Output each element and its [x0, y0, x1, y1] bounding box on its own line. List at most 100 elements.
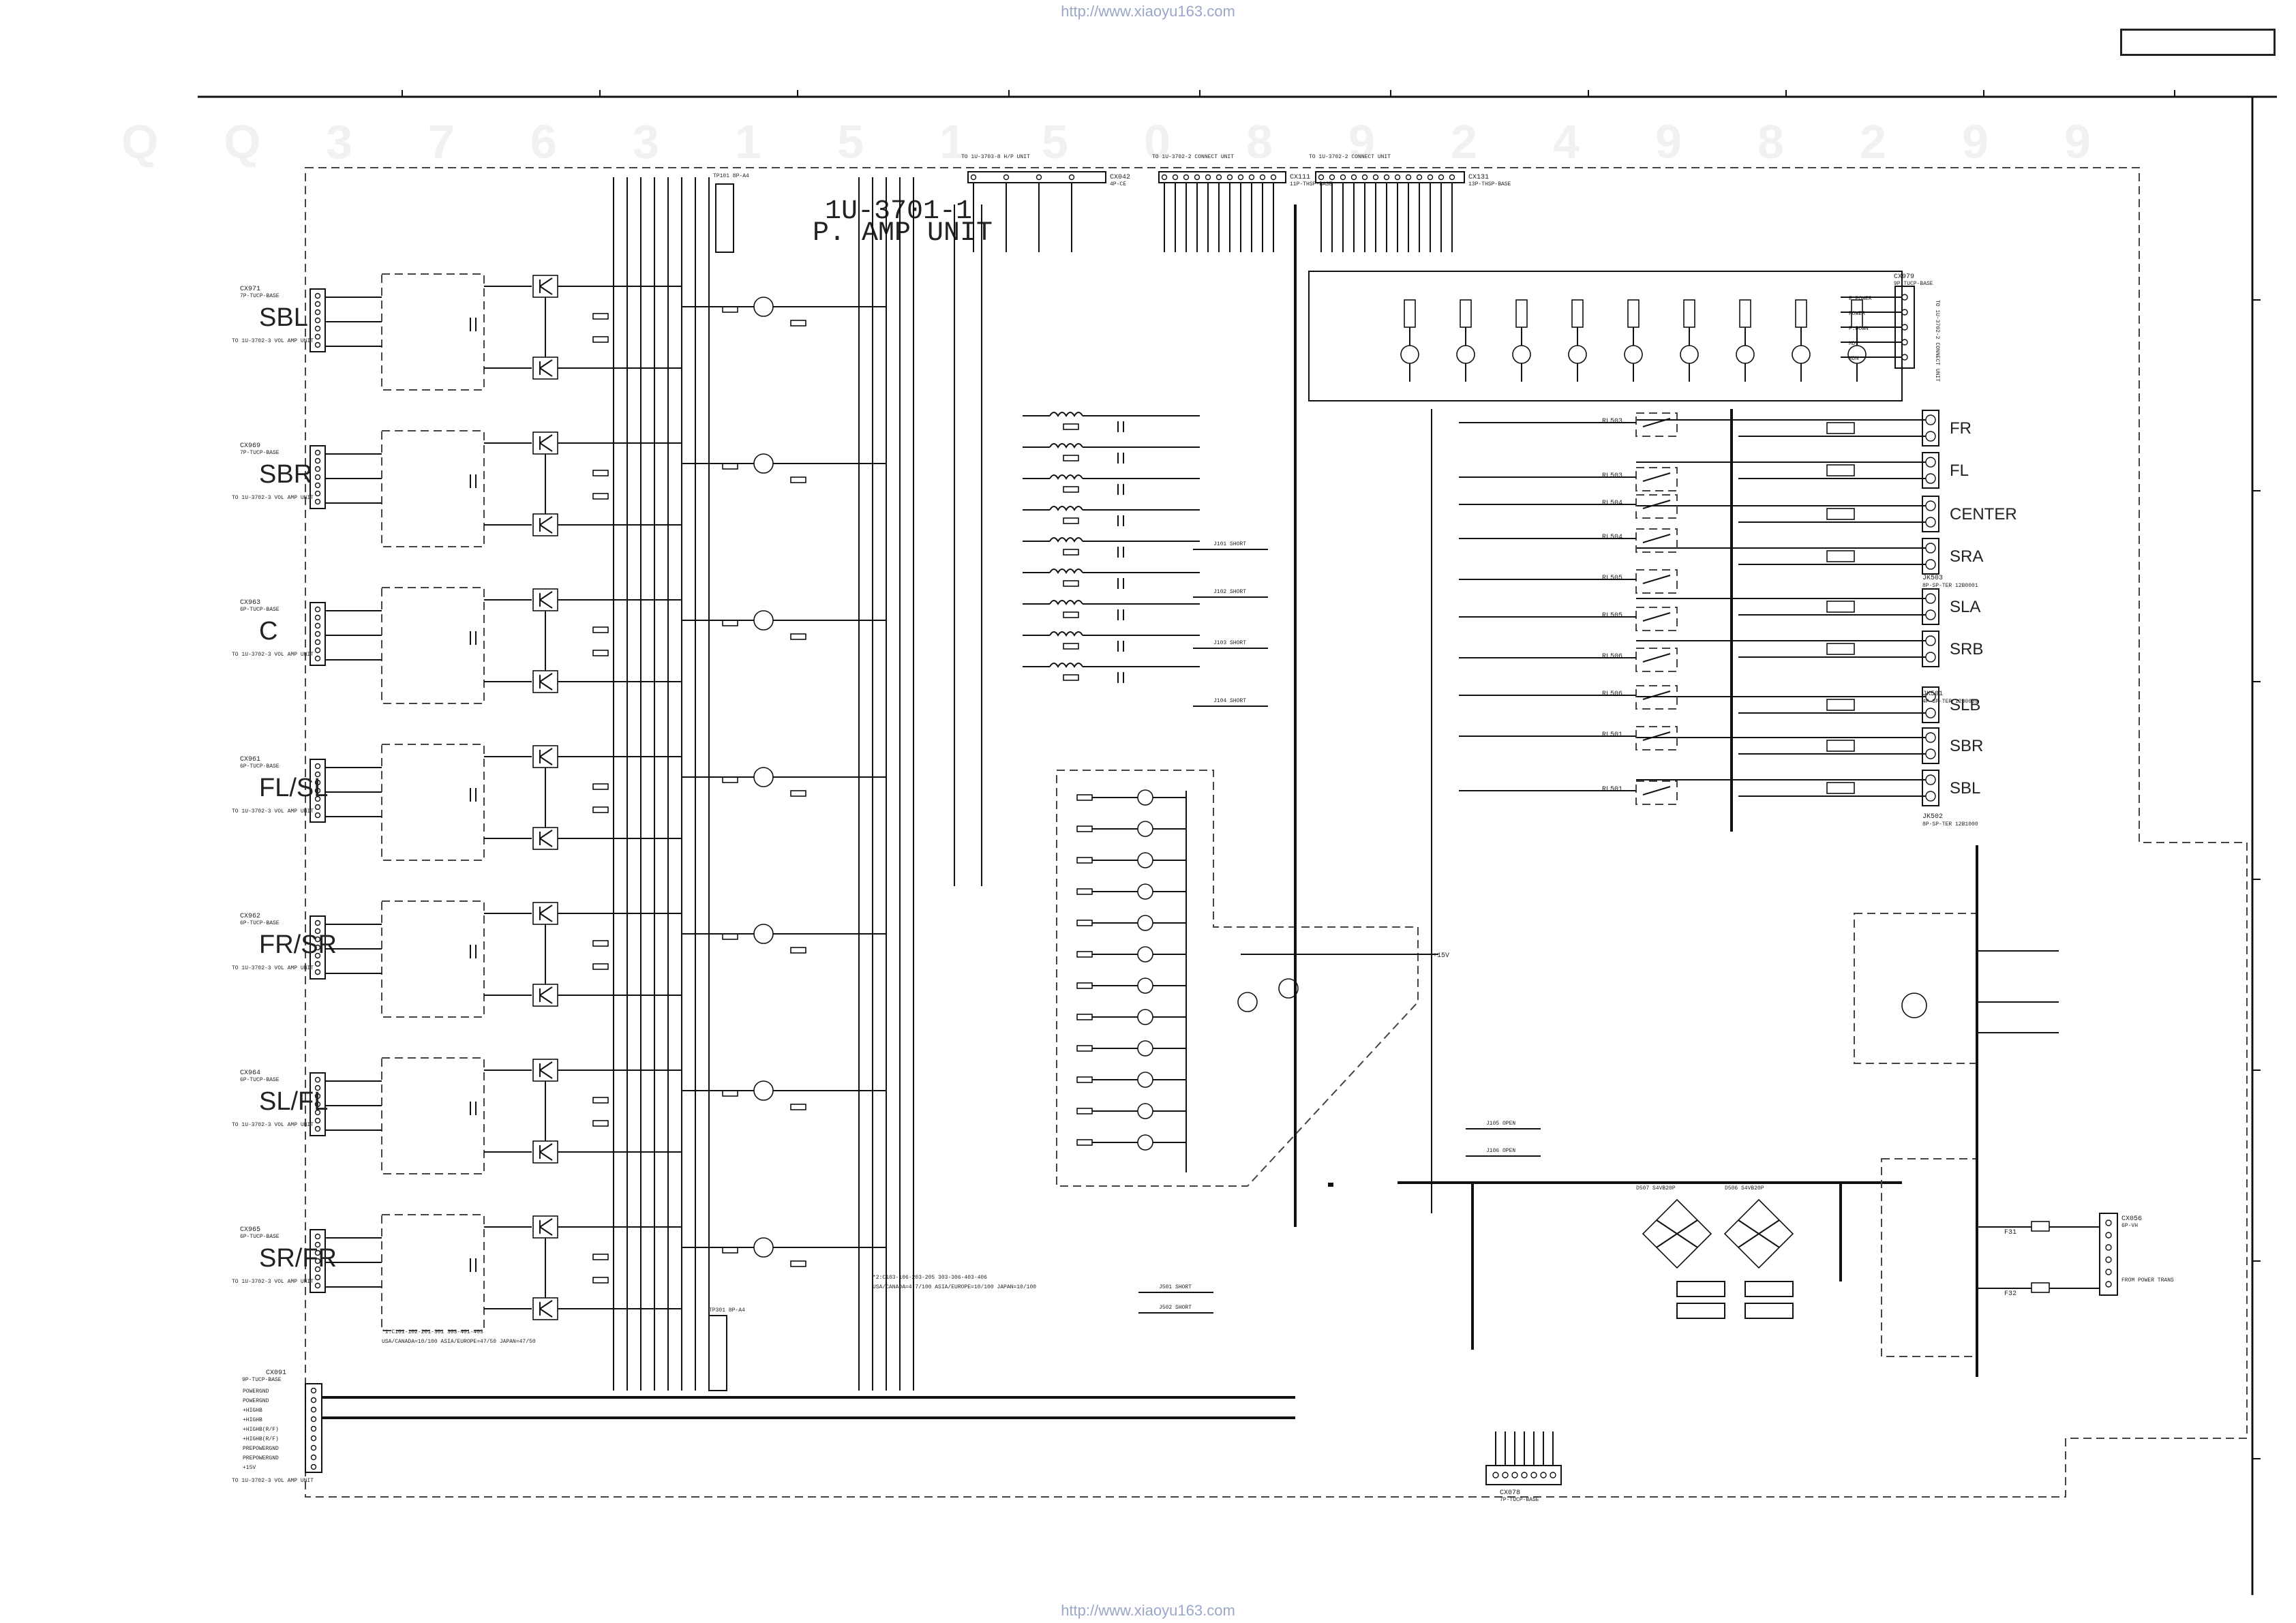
connector-pin: [314, 333, 321, 340]
resistor: [722, 620, 738, 626]
cx091-dest: TO 1U-3702-3 VOL AMP UNIT: [232, 1478, 314, 1484]
resistor: [722, 306, 738, 313]
protection-transistor: [1137, 977, 1153, 994]
speaker-terminal: [1922, 770, 1939, 806]
connector-pin: [314, 292, 321, 299]
watermark-digit: 3: [633, 115, 659, 168]
speaker-output-label: SBL: [1950, 779, 1980, 798]
connector-pin: [314, 787, 321, 794]
speaker-output-sra: SRA: [1636, 538, 1983, 575]
cx091-pin-label: +15V: [243, 1465, 256, 1471]
resistor: [592, 470, 609, 476]
speaker-output-label: CENTER: [1950, 505, 2017, 524]
output-transistor: [532, 745, 558, 768]
connector-pin: [314, 1258, 321, 1264]
tp301-label: TP301 8P-A4: [709, 1307, 745, 1314]
protection-transistor: [1137, 1040, 1153, 1057]
protection-transistor: [1137, 915, 1153, 931]
resistor: [722, 933, 738, 940]
zobel-capacitor: [1826, 601, 1855, 613]
channel-name: SL/FL: [259, 1087, 328, 1116]
channel-connector-ref: CX963: [240, 599, 260, 607]
speaker-output-label: SBR: [1950, 737, 1983, 755]
output-transistor: [532, 357, 558, 380]
connector-pin: [1205, 174, 1211, 181]
terminal-minus: [1925, 748, 1936, 759]
speaker-output-sla: SLA: [1636, 588, 1980, 625]
speaker-outputs: FRFLCENTERSRASLASRBSLBSBRSBLJK5038P-SP-T…: [1636, 410, 2017, 828]
driver-transistor: [753, 924, 774, 944]
lc-filter: [1023, 412, 1200, 432]
terminal-plus: [1925, 774, 1936, 785]
note-2: USA/CANADA=10/100 ASIA/EUROPE=47/50 JAPA…: [382, 1339, 536, 1345]
connector-pin: [1438, 174, 1445, 181]
connector-pin: [314, 1117, 321, 1124]
relay-contact: RL501: [1459, 726, 1678, 750]
connector-pin: [314, 1109, 321, 1116]
cx979-pin-label: P.DOWN: [1849, 326, 1869, 332]
resistor: [1063, 580, 1079, 587]
connector-pin: [314, 1241, 321, 1248]
frame-ticks: [402, 90, 2261, 1459]
channel-connector-ref: CX971: [240, 286, 260, 293]
resistor: [790, 1104, 806, 1110]
cx979-ref: CX979: [1894, 273, 1914, 281]
relay-driver: [1456, 299, 1475, 382]
top-connector-type: 4P-CE: [1110, 181, 1126, 187]
relay-coil: [1571, 299, 1584, 328]
notes: *1:C101-102-201-301 303-401-403 USA/CANA…: [382, 1275, 1036, 1345]
relay-label: RL503: [1602, 472, 1622, 480]
resistor: [1076, 794, 1093, 801]
resistor: [592, 336, 609, 343]
note-1: *1:C101-102-201-301 303-401-403: [382, 1329, 483, 1335]
terminal-minus: [1925, 708, 1936, 718]
watermark-digit: 1: [939, 115, 966, 168]
channel-connector-ref: CX962: [240, 913, 260, 920]
connector-pin: [314, 1076, 321, 1083]
connector-pin: [314, 655, 321, 662]
connector-pin: [314, 969, 321, 975]
jumper-label: J102 SHORT: [1213, 589, 1246, 595]
source-url-bottom[interactable]: http://www.xiaoyu163.com: [1061, 1602, 1235, 1619]
resistor: [592, 1277, 609, 1284]
resistor: [592, 650, 609, 656]
resistor: [1076, 1076, 1093, 1083]
connector-pin: [314, 449, 321, 456]
connector-pin: [1350, 174, 1357, 181]
cx091-pin-label: +HIGHB(R/F): [243, 1436, 279, 1442]
connector-pin: [1259, 174, 1266, 181]
source-url-top[interactable]: http://www.xiaoyu163.com: [1061, 3, 1235, 20]
terminal-plus: [1925, 593, 1936, 604]
connector-pin: [314, 812, 321, 819]
speaker-terminal: [1922, 588, 1939, 625]
watermark-digit: 9: [1655, 115, 1682, 168]
relay-driver-block: [1308, 271, 1903, 401]
connector-pin: [1405, 174, 1412, 181]
top-connector-ref: CX111: [1290, 174, 1310, 181]
channel-input-stage: [381, 744, 485, 861]
relay-contact: RL503: [1459, 467, 1678, 491]
speaker-terminal: [1922, 496, 1939, 532]
terminal-minus: [1925, 609, 1936, 620]
jumper-label: J101 SHORT: [1213, 541, 1246, 547]
relay-coil: [1739, 299, 1751, 328]
connector-pin: [1183, 174, 1190, 181]
output-transistor: [532, 513, 558, 536]
channel-input-stage: [381, 430, 485, 547]
relay-contact: RL504: [1459, 494, 1678, 519]
output-transistor: [532, 1297, 558, 1320]
output-transistor: [532, 827, 558, 850]
watermark-digit: 5: [837, 115, 864, 168]
zobel-capacitor: [1826, 550, 1855, 562]
resistor: [722, 1247, 738, 1254]
cx091-pin-label: +HIGHB: [243, 1408, 262, 1414]
cx091-pin-label: PREPOWERGND: [243, 1455, 279, 1461]
relay-driver: [1680, 299, 1699, 382]
